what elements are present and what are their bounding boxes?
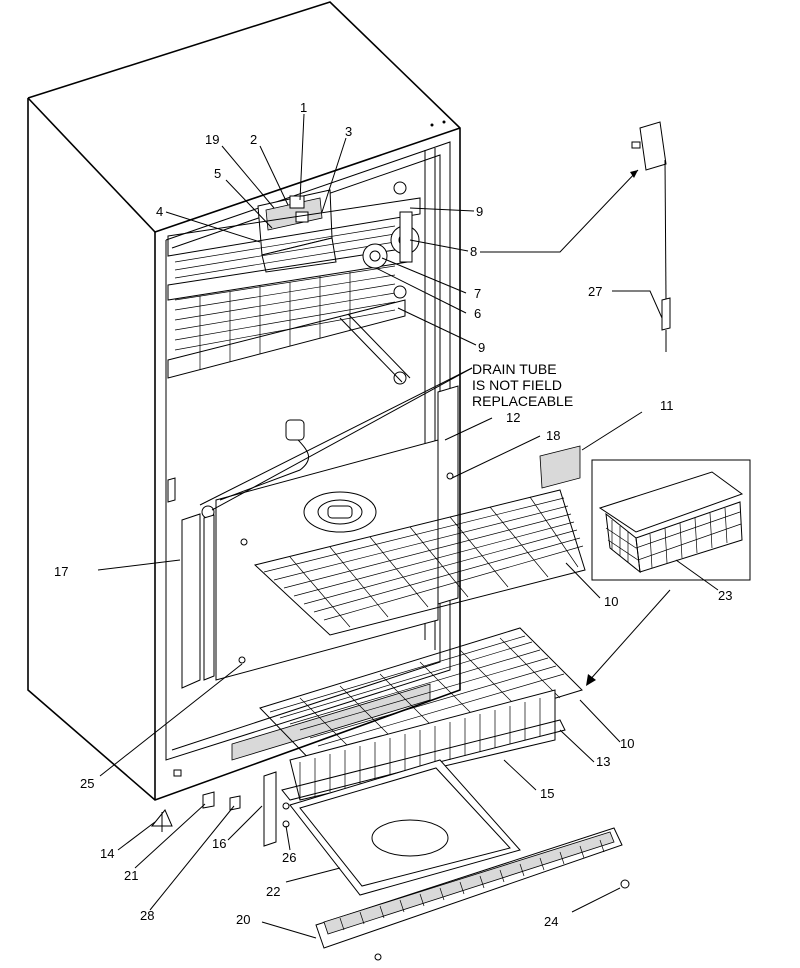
lower-basket — [259, 627, 583, 801]
callout-8: 8 — [470, 244, 477, 259]
upper-shelf — [167, 197, 421, 379]
callout-21: 21 — [124, 868, 138, 883]
fan-parts — [362, 211, 420, 269]
middle-wire-shelf — [253, 489, 586, 636]
leader-lines — [97, 113, 719, 939]
callout-9-top: 9 — [476, 204, 483, 219]
callout-labels: 1 19 2 3 5 4 9 8 7 6 9 27 DRAIN TUBE IS … — [54, 100, 732, 929]
callout-17: 17 — [54, 564, 68, 579]
callout-20: 20 — [236, 912, 250, 927]
callout-18: 18 — [546, 428, 560, 443]
callout-7: 7 — [474, 286, 481, 301]
callout-3: 3 — [345, 124, 352, 139]
callout-26: 26 — [282, 850, 296, 865]
callout-10-middle: 10 — [604, 594, 618, 609]
callout-27: 27 — [588, 284, 602, 299]
callout-9-bottom: 9 — [478, 340, 485, 355]
callout-5: 5 — [214, 166, 221, 181]
callout-2: 2 — [250, 132, 257, 147]
callout-1: 1 — [300, 100, 307, 115]
hinge-parts — [150, 771, 277, 847]
callout-13: 13 — [596, 754, 610, 769]
callout-15: 15 — [540, 786, 554, 801]
drain-tube-note-line3: REPLACEABLE — [472, 393, 573, 409]
callout-14: 14 — [100, 846, 114, 861]
screws — [238, 472, 630, 961]
callout-12: 12 — [506, 410, 520, 425]
drain-tube-note-line2: IS NOT FIELD — [472, 377, 562, 393]
callout-25: 25 — [80, 776, 94, 791]
callout-19: 19 — [205, 132, 219, 147]
callout-16: 16 — [212, 836, 226, 851]
shelf-brackets — [339, 181, 411, 385]
basket-inset — [591, 459, 751, 581]
callout-6: 6 — [474, 306, 481, 321]
drain-tube-note-line1: DRAIN TUBE — [472, 361, 557, 377]
left-bracket-17 — [167, 477, 215, 689]
toe-grille — [315, 827, 623, 949]
thermostat — [631, 121, 671, 352]
callout-10-lower: 10 — [620, 736, 634, 751]
callout-28: 28 — [140, 908, 154, 923]
drain-pan — [289, 759, 521, 896]
callout-4: 4 — [156, 204, 163, 219]
callout-23: 23 — [718, 588, 732, 603]
callout-11: 11 — [660, 398, 674, 413]
card-11 — [539, 445, 581, 489]
callout-24: 24 — [544, 914, 558, 929]
right-bracket-12 — [437, 385, 459, 605]
evaporator-cover — [201, 419, 439, 681]
cabinet — [27, 1, 461, 801]
callout-22: 22 — [266, 884, 280, 899]
